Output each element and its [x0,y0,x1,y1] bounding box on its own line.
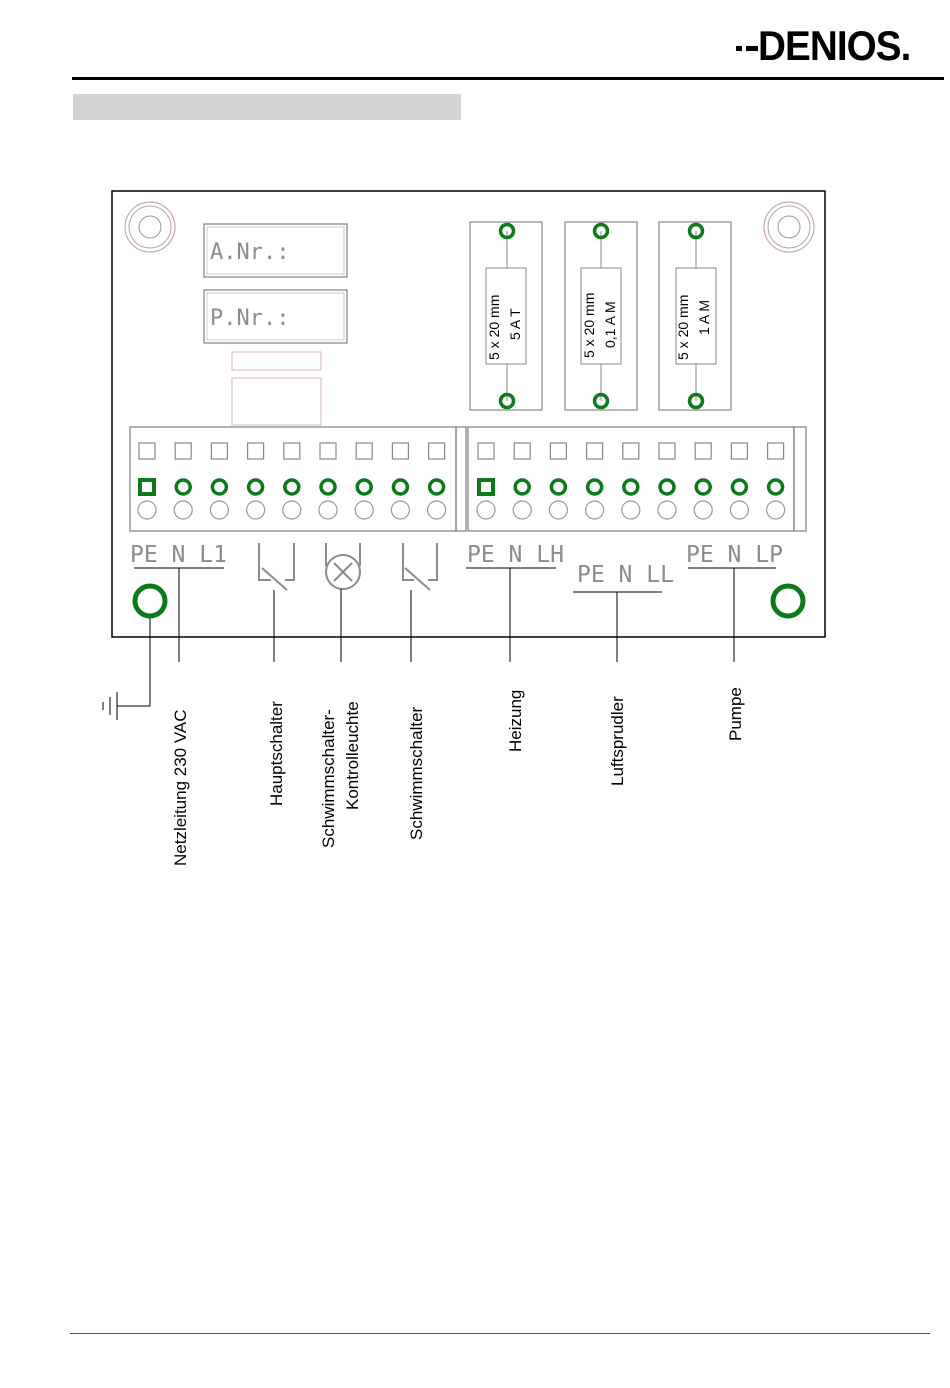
terminal-pad [588,480,602,494]
terminal-pad [551,480,565,494]
callout-float-lamp-1: Schwimmschalter- [319,709,338,848]
terminal-hole [210,501,228,519]
ground-pad-right [773,586,803,616]
callout-heating: Heizung [506,690,525,752]
terminal-hole [355,501,373,519]
terminal-hole [767,501,785,519]
terminal-screw [623,443,639,459]
terminal-pad [321,480,335,494]
part-number-box: P.Nr.: [204,290,347,343]
terminal-pad [660,480,674,494]
terminal-pad [249,480,263,494]
terminal-screw [659,443,675,459]
terminal-hole [283,501,301,519]
terminal-pad [357,480,371,494]
terminal-label-mains: PE N L1 [130,542,227,568]
article-number-box: A.Nr.: [204,224,347,277]
fuse-size: 5 x 20 mm [486,295,502,360]
terminal-hole [428,501,446,519]
terminal-screw [731,443,747,459]
terminal-hole [247,501,265,519]
part-number-label: P.Nr.: [210,306,289,331]
float-switch-symbol [403,543,437,590]
terminal-screw [320,443,336,459]
fuse-rating: 1 A M [696,300,712,335]
terminal-screw [139,443,155,459]
terminal-screw [429,443,445,459]
terminal-screw [211,443,227,459]
fuse-holder-3: 5 x 20 mm 1 A M [659,222,731,410]
terminal-screw [356,443,372,459]
terminal-pad [285,480,299,494]
terminal-pad [696,480,710,494]
terminal-label-pump: PE N LP [686,542,783,568]
footer-rule [70,1333,930,1334]
terminal-screw [392,443,408,459]
terminal-hole [658,501,676,519]
terminal-pad [515,480,529,494]
terminal-hole [477,501,495,519]
fuse-rating: 0,1 A M [602,301,618,348]
fuse-holder-1: 5 x 20 mm 5 A T [470,222,542,410]
terminal-pad [479,480,493,494]
terminal-pad [176,480,190,494]
terminal-hole [730,501,748,519]
terminal-screw [514,443,530,459]
terminal-hole [694,501,712,519]
terminal-block-left [130,427,466,531]
terminal-screw [478,443,494,459]
callout-air-bubbler: Luftsprudler [608,696,627,786]
terminal-screw [768,443,784,459]
terminal-screw [550,443,566,459]
terminal-hole [549,501,567,519]
component-footprint [232,352,321,425]
terminal-pad [212,480,226,494]
terminal-screw [695,443,711,459]
earth-ground-symbol [103,618,150,720]
terminal-hole [586,501,604,519]
fuse-rating: 5 A T [507,308,523,340]
terminal-label-air: PE N LL [577,562,674,588]
fuse-holder-2: 5 x 20 mm 0,1 A M [565,222,637,410]
callout-float-lamp-2: Kontrolleuchte [343,701,362,810]
callout-main-switch: Hauptschalter [267,701,286,806]
callout-float-switch: Schwimmschalter [407,706,426,840]
terminal-screw [175,443,191,459]
terminal-pad [624,480,638,494]
callout-pump: Pumpe [726,687,745,741]
terminal-pad [732,480,746,494]
terminal-pad [769,480,783,494]
terminal-hole [622,501,640,519]
terminal-hole [138,501,156,519]
terminal-pad [393,480,407,494]
fuse-size: 5 x 20 mm [675,295,691,360]
mounting-hole-right [764,202,814,252]
terminal-hole [513,501,531,519]
terminal-hole [391,501,409,519]
terminal-hole [174,501,192,519]
terminal-screw [284,443,300,459]
ground-pad-left [135,586,165,616]
fuse-size: 5 x 20 mm [581,293,597,358]
terminal-label-heating: PE N LH [467,542,564,568]
terminal-screw [587,443,603,459]
terminal-pad [140,480,154,494]
callout-mains: Netzleitung 230 VAC [171,709,190,866]
main-switch-symbol [259,543,294,590]
float-lamp-symbol [326,543,360,589]
terminal-hole [319,501,337,519]
mounting-hole-left [125,202,175,252]
terminal-screw [248,443,264,459]
terminal-block-right [468,427,806,531]
article-number-label: A.Nr.: [210,240,289,265]
terminal-pad [430,480,444,494]
